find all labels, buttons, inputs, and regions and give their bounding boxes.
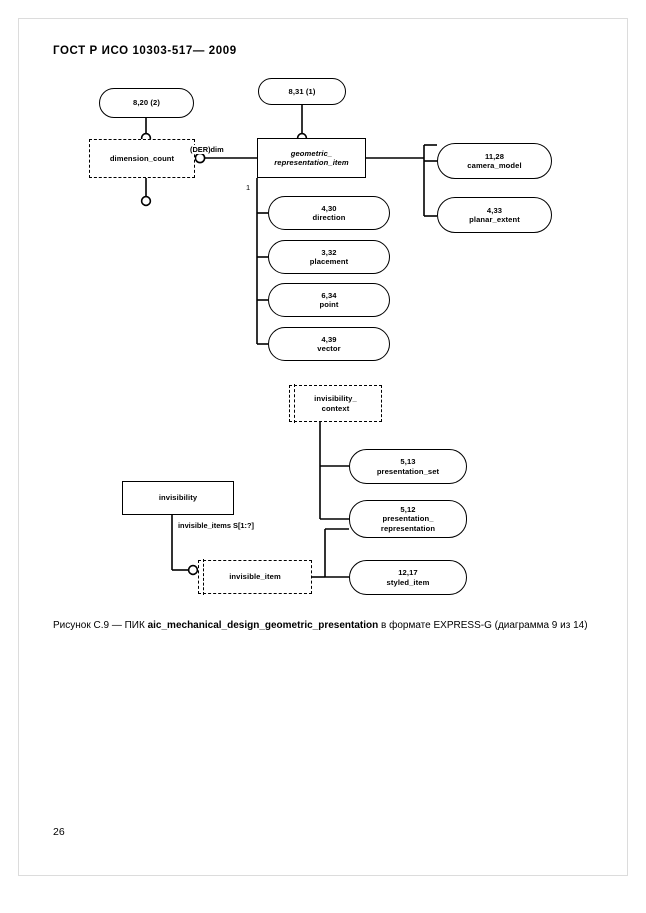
node-presentation-representation[interactable]: 5,12 presentation_ representation [349, 500, 467, 538]
node-invisibility-context[interactable]: invisibility_ context [289, 384, 382, 423]
caption-prefix: Рисунок С.9 — ПИК [53, 620, 148, 631]
node-placement[interactable]: 3,32 placement [268, 240, 390, 274]
node-label: invisibility [158, 493, 198, 503]
relationship-circle [140, 195, 152, 207]
figure-caption: Рисунок С.9 — ПИК aic_mechanical_design_… [53, 620, 588, 631]
node-label: 8,20 (2) [133, 98, 160, 108]
edge-label-cardinality: 1 [246, 183, 251, 192]
caption-title: aic_mechanical_design_geometric_presenta… [147, 620, 379, 631]
node-label: 11,28 camera_model [467, 151, 522, 170]
node-label: geometric_ representation_item [274, 148, 349, 167]
relationship-circle [187, 564, 199, 576]
node-dimension-count[interactable]: dimension_count [89, 139, 195, 178]
node-label: 12,17 styled_item [386, 568, 430, 587]
node-label: 4,30 direction [312, 203, 346, 222]
node-label: invisible_item [229, 572, 281, 582]
node-planar-extent[interactable]: 4,33 planar_extent [437, 197, 552, 233]
node-page-reference-8-20[interactable]: 8,20 (2) [99, 88, 194, 118]
node-geometric-representation-item[interactable]: geometric_ representation_item [257, 138, 366, 178]
node-label: 4,39 vector [317, 334, 341, 353]
node-label: 4,33 planar_extent [469, 205, 520, 224]
node-label: invisibility_ context [314, 394, 357, 413]
node-label: 6,34 point [319, 290, 339, 309]
page-title: ГОСТ Р ИСО 10303-517— 2009 [53, 45, 237, 57]
node-direction[interactable]: 4,30 direction [268, 196, 390, 230]
node-label: 5,13 presentation_set [376, 457, 440, 476]
caption-suffix: в формате EXPRESS-G (диаграмма 9 из 14) [378, 620, 588, 631]
node-presentation-set[interactable]: 5,13 presentation_set [349, 449, 467, 484]
edge-label-invisible-items: invisible_items S[1:?] [177, 521, 255, 530]
node-label: 5,12 presentation_ representation [380, 505, 436, 533]
node-styled-item[interactable]: 12,17 styled_item [349, 560, 467, 595]
node-invisibility[interactable]: invisibility [122, 481, 234, 515]
node-label: 3,32 placement [309, 247, 349, 266]
page-number: 26 [53, 826, 65, 838]
relationship-circle [194, 152, 206, 164]
node-invisible-item[interactable]: invisible_item [198, 559, 312, 595]
node-point[interactable]: 6,34 point [268, 283, 390, 317]
node-label: dimension_count [109, 153, 175, 163]
node-label: 8,31 (1) [288, 86, 316, 96]
page-border [18, 18, 628, 876]
node-camera-model[interactable]: 11,28 camera_model [437, 143, 552, 179]
node-page-reference-8-31[interactable]: 8,31 (1) [258, 78, 346, 105]
node-vector[interactable]: 4,39 vector [268, 327, 390, 361]
edge-label-der-dim: (DER)dim [189, 145, 225, 154]
